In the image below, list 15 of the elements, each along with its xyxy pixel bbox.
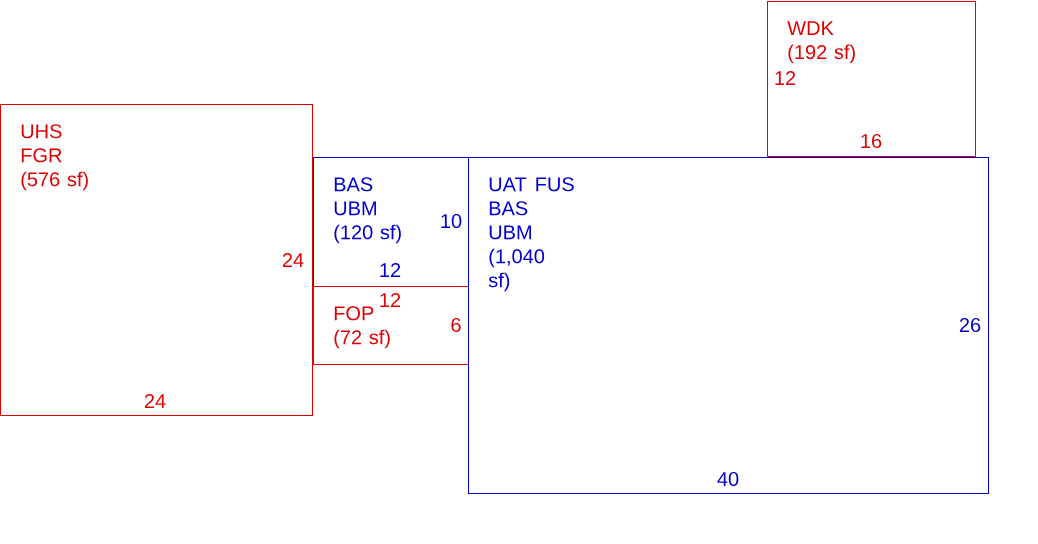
dimension-label: 12: [775, 71, 796, 85]
dimension-label: 12: [380, 263, 401, 277]
dimension-label: 16: [861, 133, 882, 149]
area-label: FOP (72 sf): [334, 306, 390, 349]
dimension-label: 26: [959, 317, 981, 333]
dimension-label: 6: [451, 317, 461, 333]
dimension-label: 40: [717, 471, 739, 487]
area-label: WDK (192 sf): [787, 21, 855, 64]
dimension-label: 10: [441, 213, 462, 229]
dimension-label: 24: [282, 253, 304, 267]
area-label: UAT FUS BAS UBM (1,040 sf): [488, 177, 574, 292]
dimension-label: 12: [380, 293, 401, 307]
area-label: BAS UBM (120 sf): [334, 177, 401, 244]
area-label: UHS FGR (576 sf): [21, 124, 88, 191]
dimension-label: 24: [144, 394, 166, 408]
